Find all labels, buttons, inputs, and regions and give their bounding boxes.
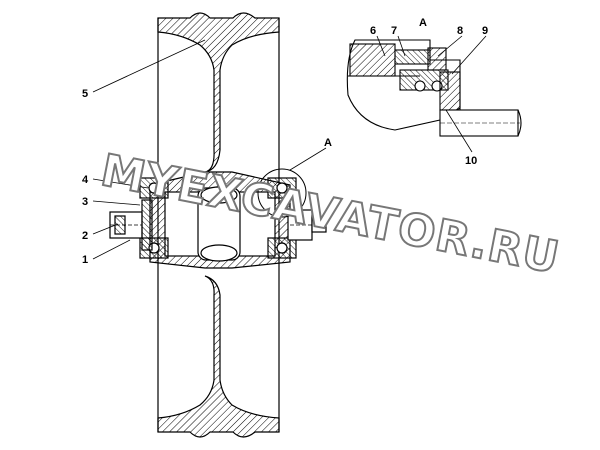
callout-8: 8 [457, 25, 463, 37]
callout-labels: 5 4 3 2 1 A 6 7 A 8 9 10 [82, 17, 488, 266]
upper-flange [157, 12, 280, 173]
callout-detail-ref-a: A [324, 137, 332, 149]
detail-title-a: A [419, 17, 427, 29]
callout-6: 6 [370, 25, 376, 37]
callout-4: 4 [82, 174, 89, 186]
callout-3: 3 [82, 196, 88, 208]
wheel-section [109, 12, 327, 438]
detail-seal-housing [349, 43, 396, 77]
detail-a-view [346, 39, 522, 137]
callout-9: 9 [482, 25, 488, 37]
leader-lines [92, 35, 487, 260]
callout-10: 10 [465, 155, 477, 167]
callout-2: 2 [82, 230, 88, 242]
lower-flange [157, 275, 280, 438]
detail-circle-a [257, 168, 307, 218]
callout-5: 5 [82, 88, 88, 100]
callout-1: 1 [82, 254, 88, 266]
callout-7: 7 [391, 25, 397, 37]
